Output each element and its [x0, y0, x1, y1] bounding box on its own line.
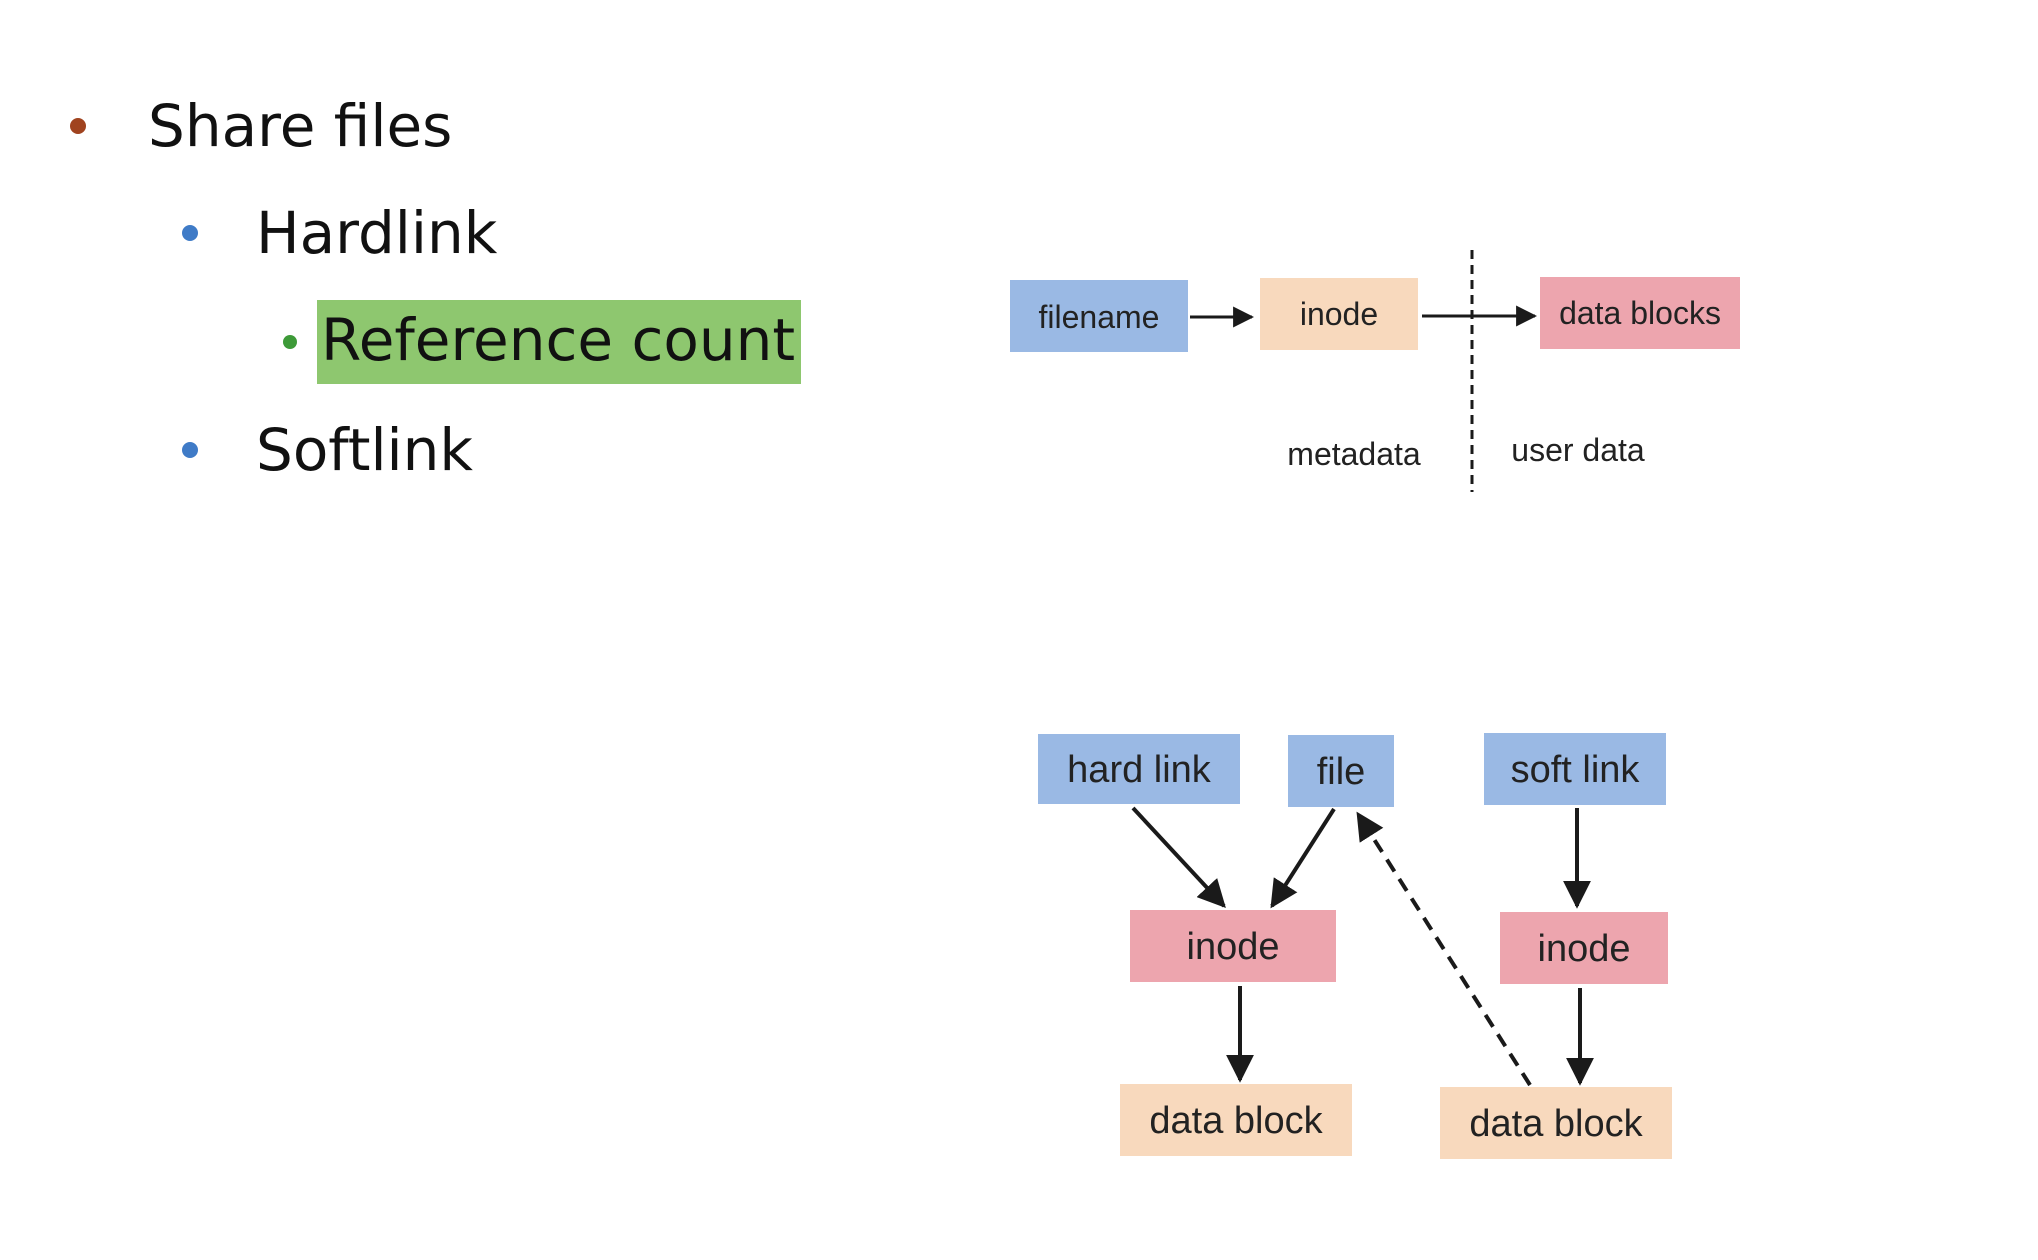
soft-link-box [1484, 733, 1666, 805]
data-block-box-right [1440, 1087, 1672, 1159]
bullet-list: Share files Hardlink Reference count Sof… [0, 0, 900, 560]
inode-box-right [1500, 912, 1668, 984]
hard-link-box [1038, 734, 1240, 804]
arrow-hard-link-to-inode [1131, 806, 1226, 909]
user-data-label: user data [1511, 432, 1645, 468]
data-block-label-left: data block [1149, 1100, 1323, 1142]
inode-label-left: inode [1187, 926, 1280, 968]
bullet-share-files: Share files [70, 86, 452, 166]
bullet-hardlink: Hardlink [182, 193, 497, 273]
bullet-text-softlink: Softlink [256, 416, 474, 484]
data-block-box-left [1120, 1084, 1352, 1156]
inode-label-top: inode [1300, 296, 1378, 332]
data-blocks-box [1540, 277, 1740, 349]
bullet-dot-level1 [70, 118, 86, 134]
file-label: file [1317, 751, 1366, 793]
bullet-softlink: Softlink [182, 410, 473, 490]
data-block-label-right: data block [1469, 1103, 1643, 1145]
file-box [1288, 735, 1394, 807]
inode-label-right: inode [1538, 928, 1631, 970]
arrow-data-block-to-file-dashed [1356, 811, 1532, 1087]
arrow-file-to-inode [1270, 807, 1336, 909]
bullet-dot-level3 [283, 335, 297, 349]
bullet-reference-count: Reference count [283, 300, 802, 384]
bottom-diagram: hard link file soft link inode inode dat… [1038, 733, 1672, 1159]
soft-link-label: soft link [1511, 749, 1641, 791]
bullet-dot-level2 [182, 225, 198, 241]
hard-link-label: hard link [1067, 749, 1212, 791]
filename-box [1010, 280, 1188, 352]
bullet-text-hardlink: Hardlink [256, 199, 498, 267]
bullet-dot-level2 [182, 442, 198, 458]
filename-label: filename [1039, 299, 1160, 335]
data-blocks-label: data blocks [1559, 295, 1721, 331]
bullet-text-reference-count: Reference count [317, 300, 802, 384]
bullet-text-share-files: Share files [148, 92, 453, 160]
inode-box-top [1260, 278, 1418, 350]
inode-box-left [1130, 910, 1336, 982]
top-diagram: filename inode data blocks metadata user… [1010, 250, 1740, 492]
metadata-label: metadata [1287, 436, 1421, 472]
